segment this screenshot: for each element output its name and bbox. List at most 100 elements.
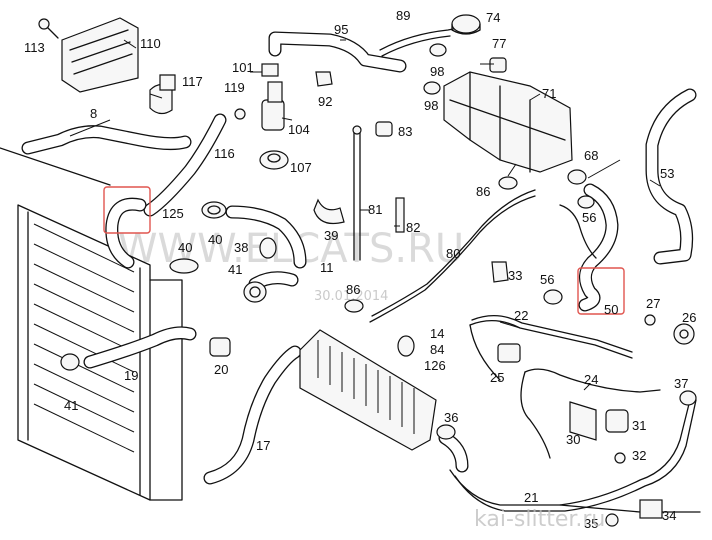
clamp-98-upper	[429, 43, 447, 57]
label-40-bottom: 40	[178, 240, 192, 255]
radiator	[0, 147, 183, 501]
hose-125	[105, 197, 147, 269]
label-34: 34	[662, 508, 676, 523]
bracket-34	[639, 499, 663, 519]
label-40-top: 40	[208, 232, 222, 247]
hose-116	[143, 113, 227, 217]
clamp-117	[149, 74, 176, 115]
clamp-38	[259, 237, 277, 259]
label-56-upper: 56	[582, 210, 596, 225]
clamp-68	[567, 169, 587, 185]
label-68: 68	[584, 148, 598, 163]
hose-8	[21, 125, 192, 155]
line-36	[438, 431, 469, 473]
label-35: 35	[584, 516, 598, 531]
clamp-41-mid	[243, 281, 267, 303]
bracket-30-31	[569, 401, 629, 441]
label-33: 33	[508, 268, 522, 283]
tank-71	[443, 71, 573, 173]
label-101: 101	[232, 60, 254, 75]
hose-53	[645, 88, 697, 265]
sensor-82	[395, 197, 405, 233]
seal-84	[397, 335, 415, 357]
cap-74	[451, 14, 481, 35]
label-39: 39	[324, 228, 338, 243]
hose-19	[83, 326, 197, 369]
clamp-36	[436, 424, 456, 440]
label-50: 50	[604, 302, 618, 317]
label-36: 36	[444, 410, 458, 425]
label-8: 8	[90, 106, 97, 121]
clamp-86-left	[344, 299, 364, 313]
label-71: 71	[542, 86, 556, 101]
bracket-110	[61, 17, 139, 93]
label-95: 95	[334, 22, 348, 37]
part-33	[491, 261, 509, 283]
label-107: 107	[290, 160, 312, 175]
label-38: 38	[234, 240, 248, 255]
label-11: 11	[320, 260, 334, 275]
part-labels: 113 110 117 8 101 119 92 104 95 89 74 77…	[24, 8, 696, 531]
highlight-box-50	[577, 267, 625, 315]
clamp-86-right	[498, 176, 518, 190]
label-126: 126	[424, 358, 446, 373]
hose-80	[369, 189, 536, 323]
tube-81	[352, 125, 362, 261]
sensor-77	[489, 57, 507, 73]
label-22: 22	[514, 308, 528, 323]
label-98-upper: 98	[430, 64, 444, 79]
clamp-98-lower	[423, 81, 441, 95]
clamp-40-top	[201, 201, 227, 219]
label-77: 77	[492, 36, 506, 51]
connector-101	[261, 63, 279, 77]
label-125: 125	[162, 206, 184, 221]
label-41-mid: 41	[228, 262, 242, 277]
pump-104	[234, 81, 285, 131]
hose-11	[225, 205, 307, 269]
label-116: 116	[214, 146, 235, 161]
label-37: 37	[674, 376, 688, 391]
sensor-26	[673, 323, 695, 345]
label-117: 117	[182, 74, 203, 89]
highlight-box-125	[103, 186, 151, 234]
label-89: 89	[396, 8, 410, 23]
grommet-107	[259, 150, 289, 170]
label-98-lower: 98	[424, 98, 438, 113]
clamp-40-bottom	[169, 258, 199, 274]
screw-32	[614, 452, 626, 464]
clamp-56-upper	[577, 195, 595, 209]
label-31: 31	[632, 418, 646, 433]
label-26: 26	[682, 310, 696, 325]
label-14: 14	[430, 326, 444, 341]
label-41-left: 41	[64, 398, 78, 413]
label-24: 24	[584, 372, 598, 387]
label-104: 104	[288, 122, 310, 137]
clamp-37	[679, 390, 697, 406]
label-113: 113	[24, 40, 45, 55]
label-82: 82	[406, 220, 420, 235]
label-27: 27	[646, 296, 660, 311]
label-53: 53	[660, 166, 674, 181]
hose-17	[203, 345, 302, 485]
label-84: 84	[430, 342, 444, 357]
label-21: 21	[524, 490, 538, 505]
bolt-113	[38, 18, 59, 39]
cooler-14	[299, 329, 437, 451]
label-119: 119	[224, 80, 245, 95]
leader-lines	[69, 39, 661, 391]
label-25: 25	[490, 370, 504, 385]
label-20: 20	[214, 362, 228, 377]
cap-20	[209, 337, 231, 357]
label-17: 17	[256, 438, 270, 453]
label-81: 81	[368, 202, 382, 217]
hose-50	[578, 183, 619, 312]
label-19: 19	[124, 368, 138, 383]
label-32: 32	[632, 448, 646, 463]
label-110: 110	[140, 36, 161, 51]
hose-89	[379, 27, 459, 57]
watermark-date: 30.01.2014	[314, 289, 388, 304]
label-30: 30	[566, 432, 580, 447]
line-24	[520, 368, 661, 459]
label-74: 74	[486, 10, 500, 25]
